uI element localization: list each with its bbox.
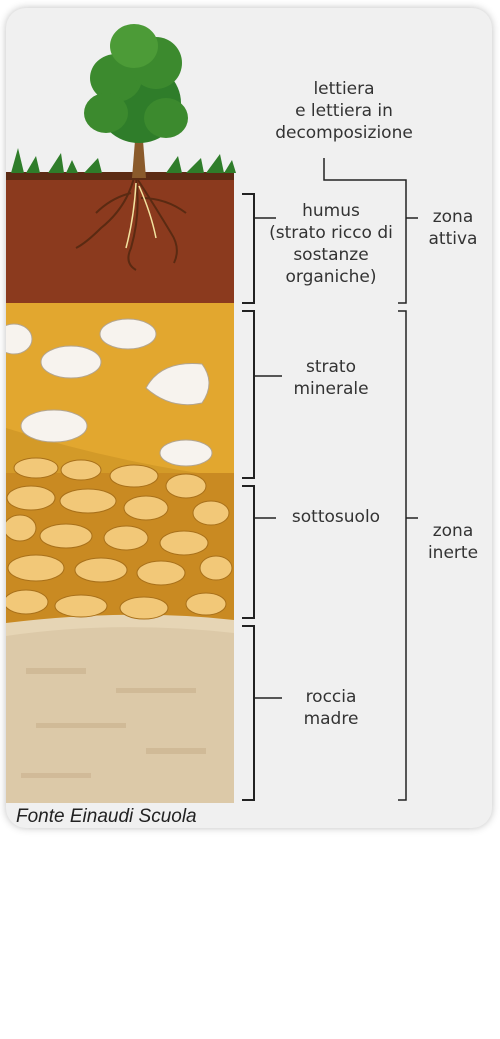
- label-zona-inerte-line1: zona: [418, 520, 488, 542]
- label-roccia-line2: madre: [281, 708, 381, 730]
- soil-profile-card: lettiera e lettiera in decomposizione hu…: [6, 8, 492, 828]
- label-roccia-line1: roccia: [281, 686, 381, 708]
- label-sottosuolo: sottosuolo: [271, 506, 401, 528]
- label-humus: humus (strato ricco di sostanze organich…: [256, 200, 406, 288]
- layer-brackets: [242, 194, 254, 800]
- label-zona-attiva: zona attiva: [418, 206, 488, 250]
- ground-surface: [6, 172, 234, 180]
- label-humus-line4: organiche): [256, 266, 406, 288]
- soil-profile-diagram: [6, 8, 492, 828]
- label-zona-inerte-line2: inerte: [418, 542, 488, 564]
- label-lettiera-line1: lettiera: [274, 78, 414, 100]
- label-strato-line2: minerale: [276, 378, 386, 400]
- card-reflection: [6, 830, 492, 1035]
- label-zona-attiva-line1: zona: [418, 206, 488, 228]
- label-roccia-madre: roccia madre: [281, 686, 381, 730]
- label-lettiera-line2: e lettiera in: [274, 100, 414, 122]
- label-humus-line2: (strato ricco di: [256, 222, 406, 244]
- grass: [11, 148, 236, 173]
- label-strato-minerale: strato minerale: [276, 356, 386, 400]
- tree: [84, 24, 188, 178]
- label-lettiera: lettiera e lettiera in decomposizione: [274, 78, 414, 144]
- source-caption: Fonte Einaudi Scuola: [16, 806, 197, 828]
- label-humus-line1: humus: [256, 200, 406, 222]
- label-sottosuolo-text: sottosuolo: [271, 506, 401, 528]
- label-strato-line1: strato: [276, 356, 386, 378]
- reflection-fade: [6, 830, 492, 1035]
- label-zona-inerte: zona inerte: [418, 520, 488, 564]
- label-leaders: [254, 218, 282, 698]
- label-humus-line3: sostanze: [256, 244, 406, 266]
- label-zona-attiva-line2: attiva: [418, 228, 488, 250]
- label-lettiera-line3: decomposizione: [274, 122, 414, 144]
